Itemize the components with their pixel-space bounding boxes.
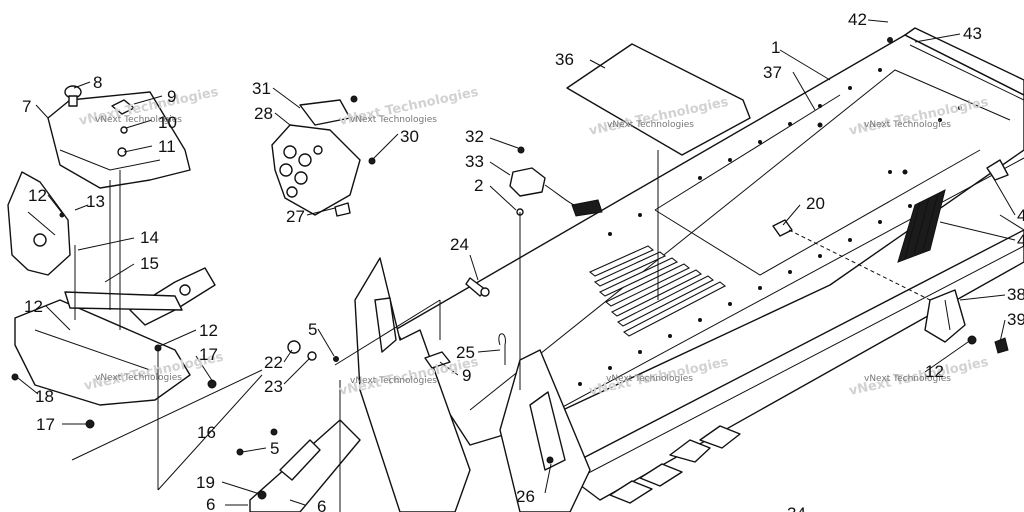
watermark-text: vNext Technologies [607,120,694,130]
callout-9: 9 [167,87,176,106]
callout-33: 33 [465,152,484,171]
callout-31: 31 [252,79,271,98]
callout-8: 8 [93,73,102,92]
callout-18: 18 [35,387,54,406]
callout-43: 43 [963,24,982,43]
callout-20: 20 [806,194,825,213]
callout-6: 6 [317,497,326,512]
callout-15: 15 [140,254,159,273]
watermark-text: vNext Technologies [350,115,437,125]
rivets [578,68,962,386]
pad-36 [566,43,751,156]
callout-24: 24 [450,235,469,254]
cover-assembly-7 [47,85,191,189]
callout-12: 12 [24,297,43,316]
callout-9: 9 [462,366,471,385]
watermark-text: vNext Technologies [606,374,693,384]
callout-2: 2 [474,176,483,195]
grille [897,189,946,263]
module-33 [509,146,603,217]
callout-10: 10 [158,113,177,132]
callout-26: 26 [516,487,535,506]
callout-38: 38 [1007,285,1024,304]
watermark-text: vNext Technologies [95,115,182,125]
callout-19: 19 [196,473,215,492]
callout-27: 27 [286,207,305,226]
callout-11: 11 [158,137,176,156]
callout-1: 1 [771,38,780,57]
callout-34: 34 [787,504,806,512]
callout-14: 14 [140,228,159,247]
callout-12: 12 [199,321,218,340]
callout-12: 12 [28,186,47,205]
callout-16: 16 [197,423,216,442]
guide-lines [17,19,1016,512]
watermark-text: vNext Technologies [864,374,951,384]
callout-12: 12 [925,362,944,381]
callout-6: 6 [206,495,215,512]
callout-23: 23 [264,377,283,396]
callout-17: 17 [36,415,55,434]
callout-5: 5 [308,320,317,339]
callout-5: 5 [270,439,279,458]
shield-assembly-28 [271,95,376,217]
watermark-text: vNext Technologies [350,376,437,386]
callout-36: 36 [555,50,574,69]
lower-cutouts [609,425,741,504]
callout-7: 7 [22,97,31,116]
callout-4: 4 [1017,231,1024,250]
left-bracket-assembly [7,171,217,429]
callout-25: 25 [456,343,475,362]
callout-labels: 42 43 1 37 36 8 7 9 10 11 31 28 30 27 32… [22,10,1024,512]
callout-37: 37 [763,63,782,82]
callout-32: 32 [465,127,484,146]
watermark-text: vNext Technologies [95,373,182,383]
callout-4: 4 [1017,206,1024,225]
callout-13: 13 [86,192,105,211]
callout-42: 42 [848,10,867,29]
callout-17: 17 [199,345,218,364]
tunnel-panel [249,27,1024,512]
watermark-text: vNext Technologies [864,120,951,130]
callout-30: 30 [400,127,419,146]
callout-39: 39 [1007,310,1024,329]
callout-28: 28 [254,104,273,123]
vent-slots [588,245,727,337]
callout-22: 22 [264,353,283,372]
